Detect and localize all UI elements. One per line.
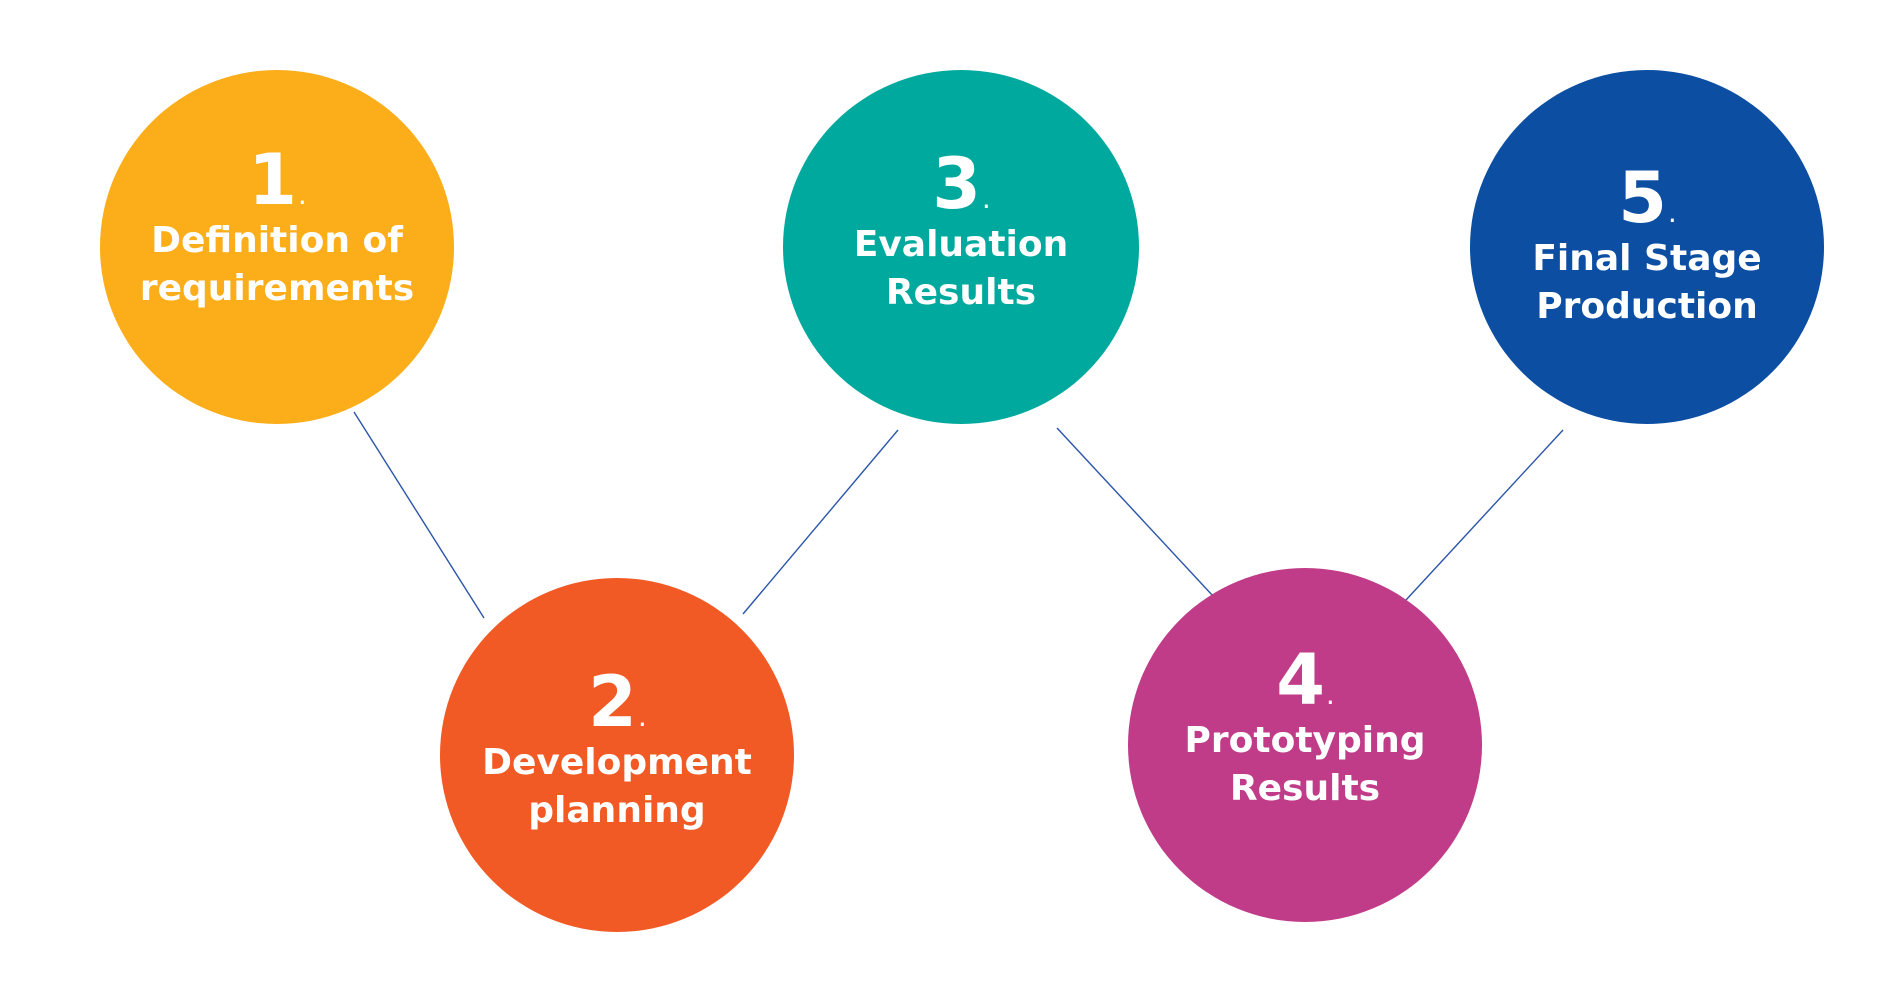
step-number-dot: .	[981, 182, 991, 215]
step-number-dot: .	[637, 700, 647, 733]
step-label-5: Final Stage Production	[1532, 235, 1761, 331]
step-circle-5: 5. Final Stage Production	[1470, 70, 1824, 424]
step-label-line: planning	[528, 790, 706, 831]
step-label-line: Final Stage	[1532, 238, 1762, 279]
step-number-dot: .	[297, 178, 307, 211]
step-label-line: Results	[885, 272, 1037, 313]
step-content-2: 2. Development planning	[482, 667, 752, 835]
connector-3-4	[1056, 427, 1214, 597]
step-label-line: Production	[1536, 286, 1758, 327]
step-content-4: 4. Prototyping Results	[1185, 645, 1426, 813]
connector-1-2	[353, 411, 485, 619]
step-label-3: Evaluation Results	[854, 221, 1069, 317]
step-label-line: requirements	[139, 268, 415, 309]
step-label-line: Definition of	[151, 220, 403, 261]
step-number-value: 2	[588, 661, 637, 743]
step-content-1: 1. Definition of requirements	[140, 145, 414, 313]
step-label-line: Development	[482, 742, 752, 783]
step-circle-1: 1. Definition of requirements	[100, 70, 454, 424]
step-number-value: 1	[248, 139, 297, 221]
step-number-dot: .	[1325, 678, 1335, 711]
step-number-1: 1.	[140, 145, 414, 215]
step-number-value: 4	[1276, 639, 1325, 721]
step-label-2: Development planning	[482, 739, 752, 835]
step-number-3: 3.	[854, 149, 1069, 219]
step-label-line: Results	[1229, 768, 1381, 809]
step-content-5: 5. Final Stage Production	[1532, 163, 1761, 331]
connector-2-3	[742, 429, 899, 615]
step-circle-3: 3. Evaluation Results	[783, 70, 1139, 424]
step-label-line: Prototyping	[1184, 720, 1426, 761]
step-circle-4: 4. Prototyping Results	[1128, 568, 1482, 922]
connector-4-5	[1405, 429, 1564, 601]
step-number-4: 4.	[1185, 645, 1426, 715]
step-number-value: 5	[1618, 157, 1667, 239]
step-label-4: Prototyping Results	[1185, 717, 1426, 813]
step-number-2: 2.	[482, 667, 752, 737]
step-content-3: 3. Evaluation Results	[854, 149, 1069, 317]
step-label-line: Evaluation	[853, 224, 1069, 265]
step-number-5: 5.	[1532, 163, 1761, 233]
step-circle-2: 2. Development planning	[440, 578, 794, 932]
step-number-dot: .	[1667, 196, 1677, 229]
step-number-value: 3	[932, 143, 981, 225]
step-label-1: Definition of requirements	[140, 217, 414, 313]
